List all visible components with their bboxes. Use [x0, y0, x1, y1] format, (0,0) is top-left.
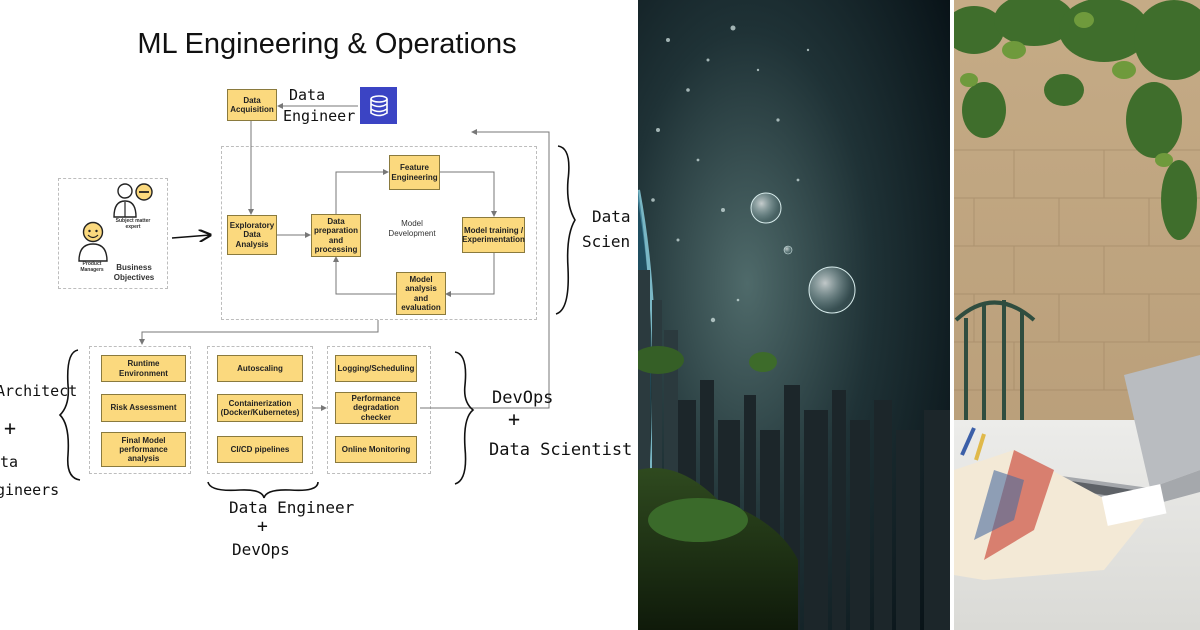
handwritten-architect: Architect: [0, 382, 78, 400]
laptop-desk-with-books-image: [954, 0, 1200, 630]
model-development-container: [221, 146, 537, 320]
box-data-preparation: Data preparation and processing: [311, 214, 361, 257]
box-model-analysis: Model analysis and evaluation: [396, 272, 446, 315]
handwritten-data-left: ta: [0, 453, 19, 471]
box-model-training: Model training / Experimentation: [462, 217, 525, 253]
box-data-acquisition: Data Acquisition: [227, 89, 277, 121]
handwritten-data-right: Data: [592, 207, 631, 226]
panel-divider: [950, 0, 954, 630]
handwritten-engineers-left: gineers: [0, 481, 60, 499]
diagram-panel: ML Engineering & Operations: [0, 28, 633, 559]
box-logging-scheduling: Logging/Scheduling: [335, 355, 417, 382]
database-icon: [360, 87, 397, 124]
deployment-group-1: [89, 346, 191, 474]
label-business-objectives: Business Objectives: [113, 263, 155, 282]
box-exploratory-data-analysis: Exploratory Data Analysis: [227, 215, 277, 255]
handwritten-data-scientist-bottom: Data Scientist: [489, 440, 633, 460]
handwritten-data-engineer-bottom: Data Engineer: [229, 498, 355, 517]
box-autoscaling: Autoscaling: [217, 355, 303, 382]
diagram-title: ML Engineering & Operations: [137, 28, 517, 60]
handwritten-devops-right: DevOps: [492, 388, 554, 408]
label-subject-matter-expert: Subject matter expert: [115, 218, 151, 230]
label-model-development: Model Development: [388, 219, 436, 238]
deployment-group-2: [207, 346, 313, 474]
label-product-managers: Product Managers: [80, 261, 104, 273]
box-performance-checker: Performance degradation checker: [335, 392, 417, 424]
handwritten-engineer-top: Engineer: [283, 107, 356, 125]
handwritten-scientist-right: Scien: [582, 232, 631, 251]
box-risk-assessment: Risk Assessment: [101, 394, 186, 422]
box-online-monitoring: Online Monitoring: [335, 436, 417, 463]
box-final-model-analysis: Final Model performance analysis: [101, 432, 186, 467]
handwritten-plus-bottom: +: [257, 516, 268, 537]
city-illustration: [638, 0, 950, 630]
handwritten-plus-left: +: [4, 416, 17, 440]
box-feature-engineering: Feature Engineering: [389, 155, 440, 190]
diagram-connectors: [58, 103, 576, 499]
desk-illustration: [954, 0, 1200, 630]
futuristic-city-sphere-image: [638, 0, 950, 630]
handwritten-data-top: Data: [289, 86, 326, 104]
box-containerization: Containerization (Docker/Kubernetes): [217, 394, 303, 422]
handwritten-plus-right: +: [508, 407, 521, 431]
panel-divider: [634, 0, 638, 630]
deployment-group-3: [327, 346, 431, 474]
product-manager-person-icon: [78, 221, 108, 262]
box-runtime-environment: Runtime Environment: [101, 355, 186, 382]
box-cicd-pipelines: CI/CD pipelines: [217, 436, 303, 463]
handwritten-devops-bottom: DevOps: [232, 540, 290, 559]
stakeholders-container: [58, 178, 168, 289]
subject-matter-expert-person-icon: [113, 183, 153, 218]
